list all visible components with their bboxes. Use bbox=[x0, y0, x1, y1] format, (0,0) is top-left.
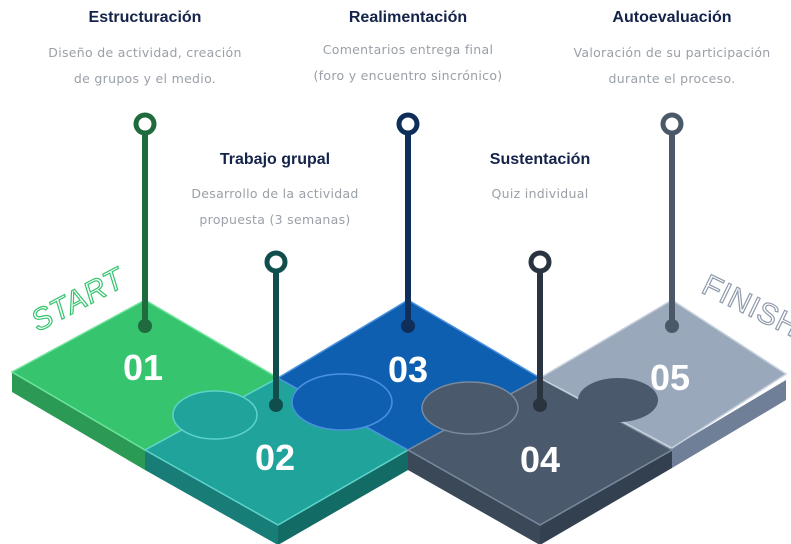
knob-02-into-01 bbox=[172, 390, 258, 440]
piece-04-side-right bbox=[540, 448, 672, 544]
pin-04 bbox=[528, 250, 552, 412]
step-desc-05-line-2: durante el proceso. bbox=[608, 71, 736, 86]
pin-05 bbox=[660, 112, 684, 333]
piece-04-side-left bbox=[408, 450, 540, 544]
step-number-04: 04 bbox=[520, 439, 560, 480]
step-number-05: 05 bbox=[650, 357, 690, 398]
knob-04-into-03 bbox=[421, 381, 519, 435]
piece-02-side-left bbox=[145, 450, 278, 544]
step-desc-02-line-1: Desarrollo de la actividad bbox=[191, 186, 359, 201]
step-desc-01: Diseño de actividad, creación de grupos … bbox=[20, 40, 270, 92]
step-desc-03-line-2: (foro y encuentro sincrónico) bbox=[313, 68, 503, 83]
pin-02 bbox=[264, 250, 288, 412]
step-desc-01-line-2: de grupos y el medio. bbox=[73, 71, 217, 86]
piece-02-side-right bbox=[278, 450, 408, 544]
step-desc-01-line-1: Diseño de actividad, creación bbox=[48, 45, 242, 60]
piece-01-side-left bbox=[12, 372, 145, 470]
step-title-05: Autoevaluación bbox=[612, 9, 732, 26]
pin-03 bbox=[396, 112, 420, 333]
pin-01 bbox=[133, 112, 157, 333]
step-desc-04: Quiz individual bbox=[415, 181, 665, 207]
step-desc-03-line-1: Comentarios entrega final bbox=[322, 42, 494, 57]
step-number-03: 03 bbox=[388, 349, 428, 390]
step-title-03: Realimentación bbox=[348, 9, 468, 26]
piece-05-side-right bbox=[672, 380, 786, 468]
step-title-01: Estructuración bbox=[88, 9, 202, 26]
step-desc-02: Desarrollo de la actividad propuesta (3 … bbox=[150, 181, 400, 233]
step-title-02: Trabajo grupal bbox=[219, 151, 331, 168]
step-desc-02-line-2: propuesta (3 semanas) bbox=[199, 212, 351, 227]
knob-03-into-02 bbox=[291, 373, 393, 431]
step-desc-05: Valoración de su participación durante e… bbox=[547, 40, 791, 92]
step-desc-05-line-1: Valoración de su participación bbox=[573, 45, 771, 60]
step-number-01: 01 bbox=[123, 347, 163, 388]
knob-04-into-05 bbox=[578, 378, 658, 422]
piece-05-top bbox=[538, 299, 788, 449]
step-number-02: 02 bbox=[255, 437, 295, 478]
step-desc-04-line-1: Quiz individual bbox=[491, 186, 589, 201]
step-desc-03: Comentarios entrega final (foro y encuen… bbox=[283, 37, 533, 89]
step-title-04: Sustentación bbox=[489, 151, 591, 168]
